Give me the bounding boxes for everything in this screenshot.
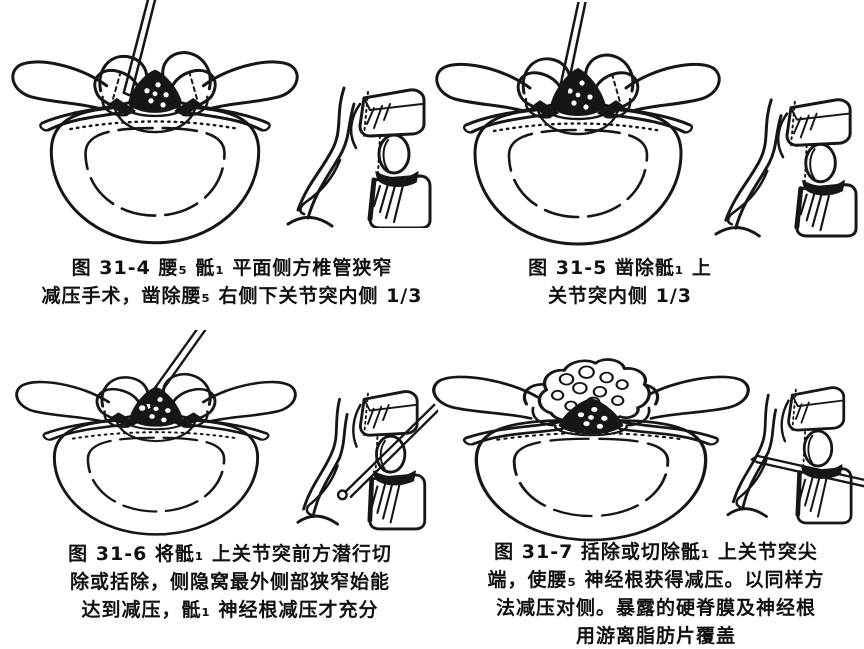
caption-line: 除或括除，侧隐窝最外侧部狭窄始能 bbox=[69, 571, 390, 593]
rasp-instrument bbox=[750, 454, 864, 488]
soft-tissue-lines bbox=[286, 86, 356, 228]
lower-vertebra-block bbox=[795, 467, 853, 525]
fig-31-4-axial-view bbox=[11, 0, 299, 245]
fig-31-5-lateral-view bbox=[714, 98, 858, 238]
upper-vertebra-block bbox=[776, 98, 852, 159]
caption-line: 图 31-4 腰₅ 骶₁ 平面侧方椎管狭窄 bbox=[71, 257, 393, 279]
transverse-processes bbox=[432, 375, 750, 420]
caption-line: 用游离脂肪片覆盖 bbox=[575, 625, 736, 647]
caption-line: 图 31-5 凿除骶₁ 上 bbox=[528, 257, 712, 279]
vertebral-body bbox=[49, 105, 261, 245]
fig-31-6-caption: 图 31-6 将骶₁ 上关节突前方潜行切 除或括除，侧隐窝最外侧部狭窄始能 达到… bbox=[16, 540, 444, 624]
caption-line: 关节突内侧 1/3 bbox=[548, 285, 692, 307]
superior-articular-process bbox=[803, 142, 837, 184]
superior-articular-process bbox=[377, 133, 411, 175]
fig-31-5-caption: 图 31-5 凿除骶₁ 上 关节突内侧 1/3 bbox=[468, 254, 772, 310]
nerve-roots bbox=[462, 103, 694, 134]
nerve-roots bbox=[462, 420, 720, 446]
osteotome-instrument bbox=[556, 2, 587, 102]
fig-31-4-lateral-view bbox=[286, 86, 432, 228]
nerve-roots bbox=[39, 101, 271, 132]
fig-31-6-axial-view bbox=[15, 330, 297, 536]
soft-tissue-lines bbox=[714, 98, 783, 238]
caption-line: 端，使腰₅ 神经根获得减压。以同样方 bbox=[487, 569, 825, 591]
curette-instrument bbox=[336, 403, 438, 501]
curette-instrument bbox=[136, 330, 207, 413]
dural-sac bbox=[554, 397, 628, 437]
upper-vertebra-block bbox=[352, 390, 419, 448]
lower-vertebra-block bbox=[367, 473, 427, 531]
vertebral-body bbox=[52, 418, 260, 536]
osteotome-instrument bbox=[122, 0, 157, 98]
caption-line: 图 31-7 括除或切除骶₁ 上关节突尖 bbox=[494, 541, 818, 563]
vertebral-body bbox=[473, 107, 683, 246]
fig-31-6-lateral-view bbox=[296, 390, 438, 531]
vertebral-body bbox=[474, 419, 708, 542]
fig-31-7-axial-view bbox=[432, 358, 750, 542]
fig-31-5-axial-view bbox=[435, 2, 721, 246]
fig-31-4-caption: 图 31-4 腰₅ 骶₁ 平面侧方椎管狭窄 减压手术，凿除腰₅ 右侧下关节突内侧… bbox=[16, 254, 448, 310]
caption-line: 达到减压，骶₁ 神经根减压才充分 bbox=[81, 599, 379, 621]
fig-31-7-lateral-view bbox=[726, 386, 864, 525]
nerve-roots bbox=[42, 415, 270, 441]
superior-articular-process bbox=[802, 429, 834, 468]
caption-line: 图 31-6 将骶₁ 上关节突前方潜行切 bbox=[68, 543, 392, 565]
transverse-processes bbox=[11, 60, 299, 111]
fig-31-7-caption: 图 31-7 括除或切除骶₁ 上关节突尖 端，使腰₅ 神经根获得减压。以同样方 … bbox=[452, 538, 860, 649]
caption-line: 减压手术，凿除腰₅ 右侧下关节突内侧 1/3 bbox=[41, 285, 423, 307]
upper-vertebra-block bbox=[780, 386, 846, 443]
soft-tissue-lines bbox=[296, 397, 349, 526]
lower-vertebra-block bbox=[794, 183, 858, 238]
transverse-processes bbox=[15, 380, 297, 423]
lower-vertebra-block bbox=[367, 174, 432, 228]
upper-vertebra-block bbox=[349, 88, 426, 150]
transverse-processes bbox=[435, 62, 721, 113]
soft-tissue-lines bbox=[726, 393, 778, 518]
dural-sac bbox=[123, 69, 187, 118]
caption-line: 法减压对侧。暴露的硬脊膜及神经根 bbox=[495, 597, 816, 619]
